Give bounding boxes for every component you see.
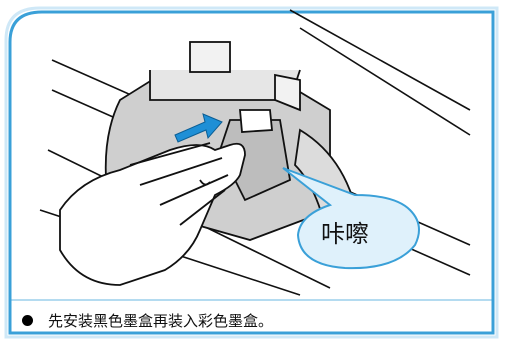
callout-text: 咔嚓 bbox=[321, 220, 369, 248]
click-sound-callout: 咔嚓 bbox=[282, 167, 420, 270]
hand-illustration bbox=[59, 142, 246, 286]
insert-arrow-icon bbox=[174, 113, 223, 143]
caption-text: 先安装黑色墨盒再装入彩色墨盒。 bbox=[48, 311, 274, 330]
bullet-icon bbox=[22, 314, 33, 326]
caption: 先安装黑色墨盒再装入彩色墨盒。 bbox=[22, 309, 273, 331]
